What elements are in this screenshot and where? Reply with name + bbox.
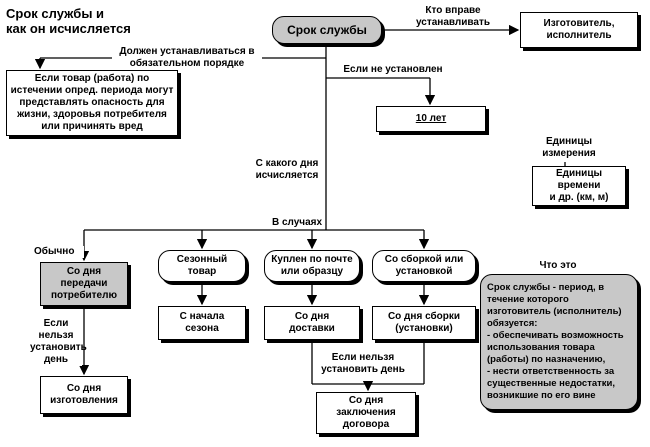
ten-years-text: 10 лет <box>415 113 447 124</box>
label-from-day: С какого дня исчисляется <box>250 158 324 182</box>
node-transfer: Со дня передачи потребителю <box>40 262 128 306</box>
label-usually: Обычно <box>34 246 84 258</box>
node-units-time: Единицы времени и др. (км, м) <box>532 166 626 206</box>
label-who-sets: Кто вправе устанавливать <box>408 5 498 29</box>
node-contract-day: Со дня заключения договора <box>316 392 416 434</box>
node-manufacturer: Изготовитель, исполнитель <box>520 12 638 48</box>
label-what-is: Что это <box>532 260 584 272</box>
node-manufacture-day: Со дня изготовления <box>40 376 128 414</box>
label-units: Единицы измерения <box>538 136 600 160</box>
label-in-cases: В случаях <box>270 217 324 229</box>
node-assembly: Со сборкой или установкой <box>372 250 476 282</box>
node-delivery-day: Со дня доставки <box>264 306 360 340</box>
page-title: Срок службы и как он исчисляется <box>6 6 131 36</box>
node-assembly-day: Со дня сборки (установки) <box>372 306 476 340</box>
node-center: Срок службы <box>272 16 382 44</box>
label-must-set: Должен устанавливаться в обязательном по… <box>112 46 262 70</box>
node-season-start: С начала сезона <box>158 306 246 340</box>
node-by-mail: Куплен по почте или образцу <box>264 250 360 282</box>
label-cannot-set: Если нельзя установить день <box>30 318 87 366</box>
node-danger: Если товар (работа) по истечении опред. … <box>6 70 178 136</box>
node-ten-years: 10 лет <box>376 106 486 132</box>
node-seasonal: Сезонный товар <box>158 250 246 282</box>
label-cannot-set-day: Если нельзя установить день <box>318 352 408 376</box>
node-definition: Срок службы - период, в течение которого… <box>480 274 638 410</box>
label-not-set: Если не установлен <box>338 64 448 76</box>
